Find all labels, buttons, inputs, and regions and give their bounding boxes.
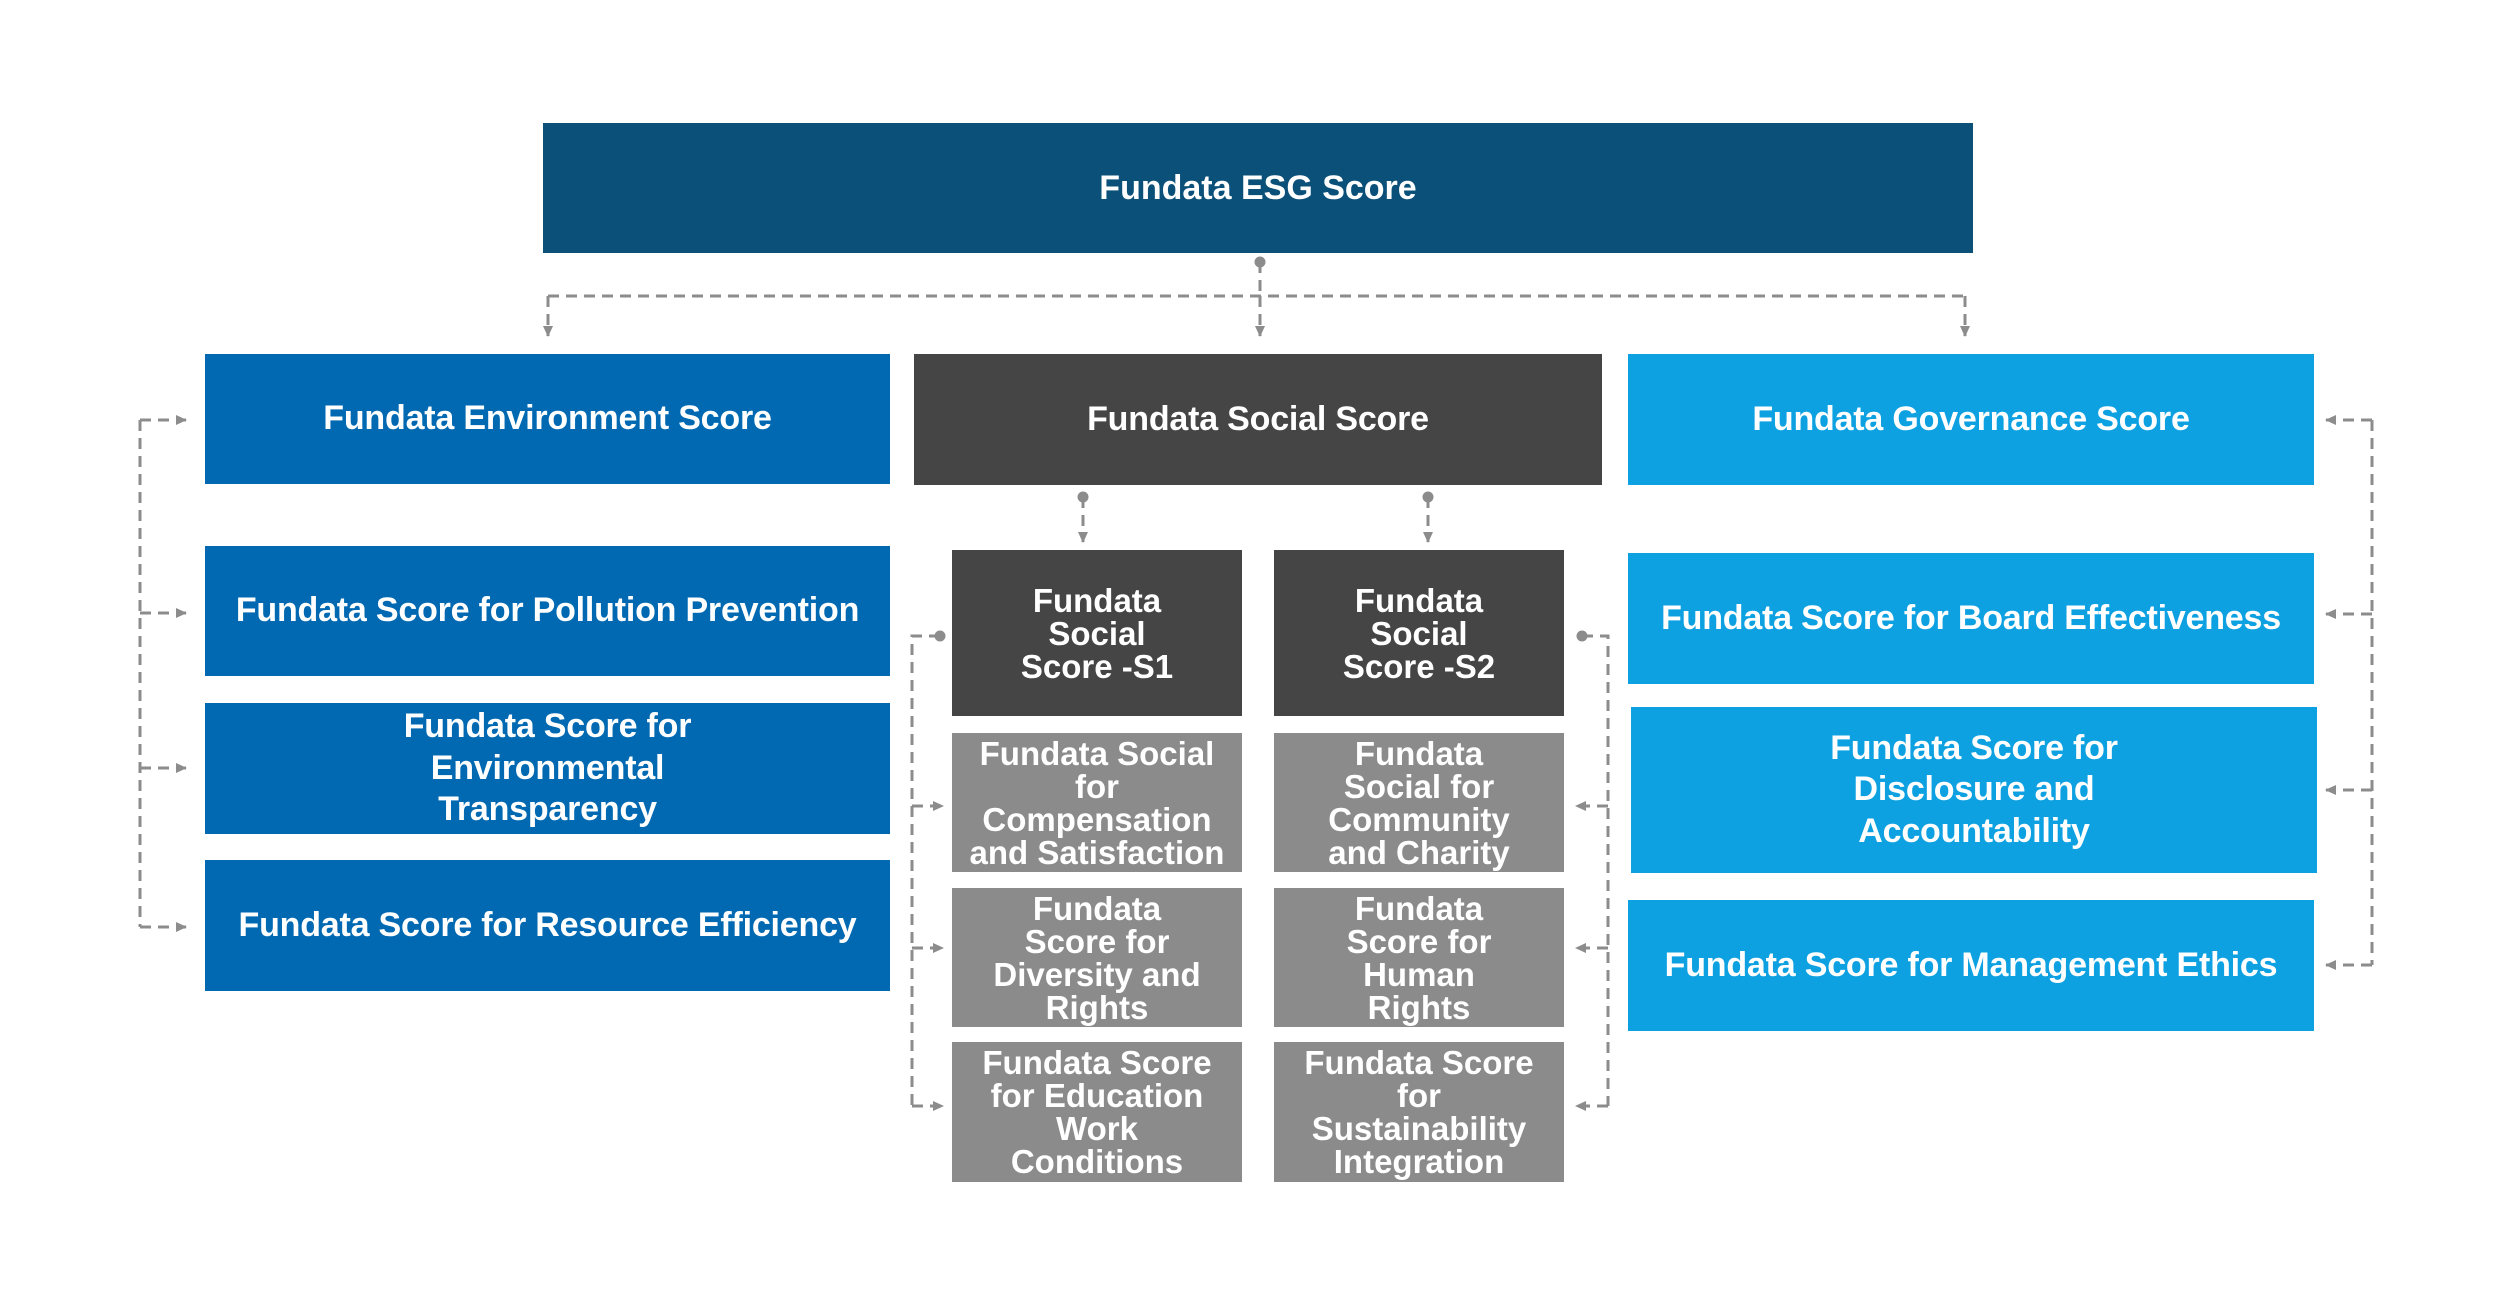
- connector-dot-social-s2: [1422, 491, 1434, 503]
- sustainability-integration-label: Fundata Score for Sustainability Integra…: [1304, 1044, 1534, 1180]
- environment-score-box: Fundata Environment Score: [205, 354, 890, 484]
- board-effectiveness-box: Fundata Score for Board Effectiveness: [1628, 553, 2314, 684]
- esg-score-box: Fundata ESG Score: [543, 123, 1973, 253]
- environmental-transparency-label: Fundata Score for Environmental Transpar…: [403, 707, 692, 829]
- compensation-satisfaction-label: Fundata Social for Compensation and Sati…: [969, 734, 1225, 871]
- resource-efficiency-label: Fundata Score for Resource Efficiency: [238, 905, 857, 944]
- human-rights-label: Fundata Score for Human Rights: [1346, 889, 1492, 1026]
- social-s1-box: Fundata Social Score -S1: [952, 550, 1242, 716]
- connector-s2-spine: [1582, 634, 1610, 1106]
- management-ethics-box: Fundata Score for Management Ethics: [1628, 900, 2314, 1031]
- pollution-prevention-label: Fundata Score for Pollution Prevention: [235, 591, 860, 630]
- management-ethics-label: Fundata Score for Management Ethics: [1664, 945, 2278, 984]
- pollution-prevention-box: Fundata Score for Pollution Prevention: [205, 546, 890, 676]
- education-work-conditions-label: Fundata Score for Education Work Conditi…: [982, 1044, 1212, 1180]
- board-effectiveness-label: Fundata Score for Board Effectiveness: [1661, 598, 2281, 637]
- environment-score-label: Fundata Environment Score: [323, 399, 772, 438]
- sustainability-integration-box: Fundata Score for Sustainability Integra…: [1274, 1042, 1564, 1182]
- resource-efficiency-box: Fundata Score for Resource Efficiency: [205, 860, 890, 991]
- community-charity-label: Fundata Social for Community and Charity: [1328, 734, 1510, 871]
- disclosure-accountability-label: Fundata Score for Disclosure and Account…: [1830, 728, 2118, 850]
- esg-score-label: Fundata ESG Score: [1099, 168, 1417, 207]
- governance-score-box: Fundata Governance Score: [1628, 354, 2314, 485]
- governance-score-label: Fundata Governance Score: [1752, 399, 2190, 438]
- connector-dot-root: [1254, 256, 1266, 268]
- diversity-rights-box: Fundata Score for Diversity and Rights: [952, 888, 1242, 1027]
- social-score-box: Fundata Social Score: [914, 354, 1602, 485]
- disclosure-accountability-box: Fundata Score for Disclosure and Account…: [1631, 707, 2317, 873]
- connector-dot-s2: [1576, 630, 1588, 642]
- human-rights-box: Fundata Score for Human Rights: [1274, 888, 1564, 1027]
- community-charity-box: Fundata Social for Community and Charity: [1274, 733, 1564, 872]
- connector-s1-spine: [910, 634, 940, 1106]
- compensation-satisfaction-box: Fundata Social for Compensation and Sati…: [952, 733, 1242, 872]
- social-s1-label: Fundata Social Score -S1: [1020, 581, 1174, 685]
- social-s2-box: Fundata Social Score -S2: [1274, 550, 1564, 716]
- social-score-label: Fundata Social Score: [1087, 399, 1429, 438]
- social-s2-label: Fundata Social Score -S2: [1342, 581, 1496, 685]
- environmental-transparency-box: Fundata Score for Environmental Transpar…: [205, 703, 890, 834]
- connector-dot-social-s1: [1077, 491, 1089, 503]
- education-work-conditions-box: Fundata Score for Education Work Conditi…: [952, 1042, 1242, 1182]
- connector-dot-s1: [934, 630, 946, 642]
- diversity-rights-label: Fundata Score for Diversity and Rights: [993, 889, 1201, 1026]
